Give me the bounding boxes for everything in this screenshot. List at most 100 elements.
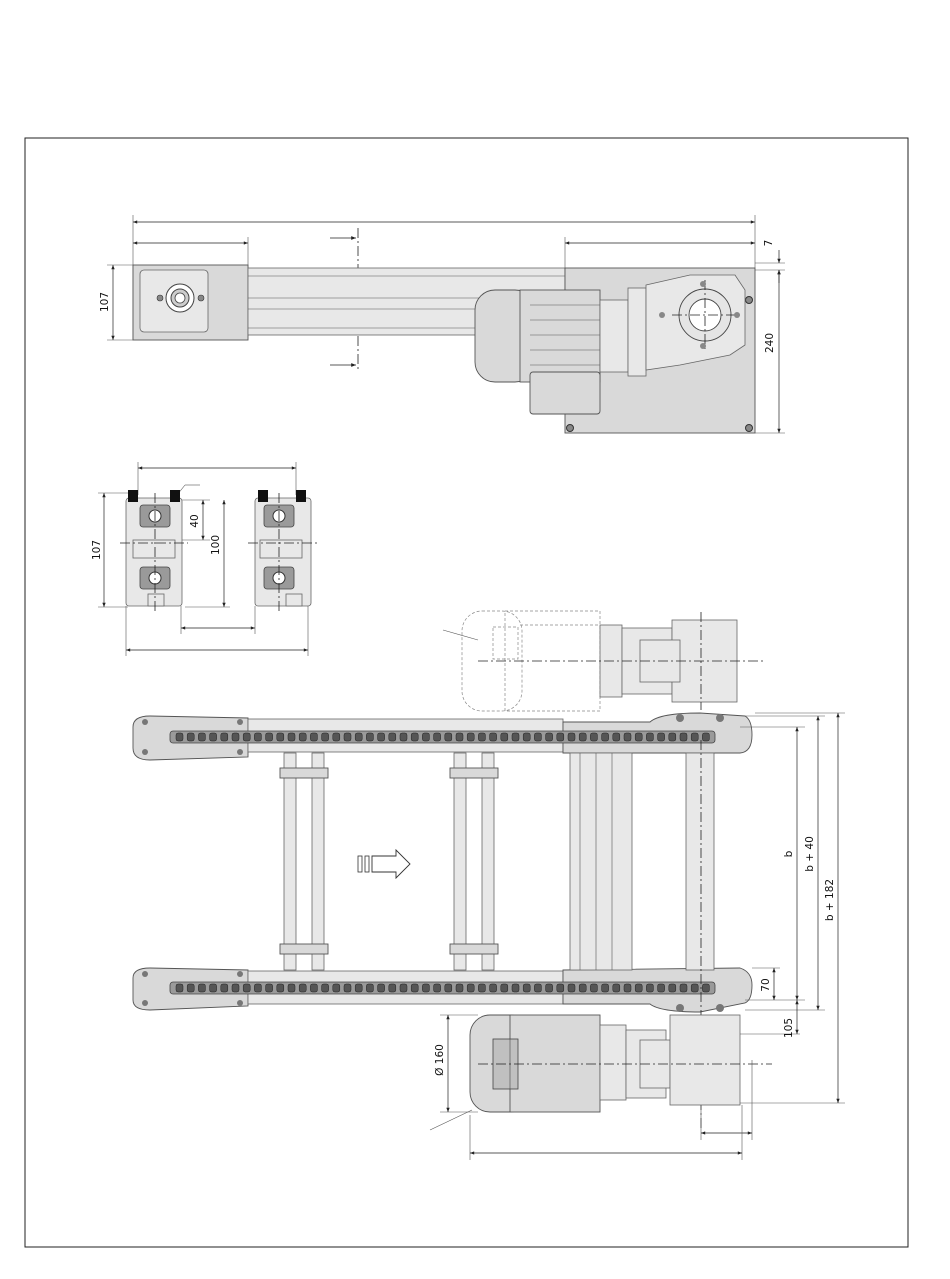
chain-link	[602, 733, 609, 741]
terminal-box	[530, 372, 600, 414]
chain-link	[434, 984, 441, 992]
chain-link	[422, 984, 429, 992]
chain-link	[557, 984, 564, 992]
chain-link	[702, 733, 709, 741]
flow-direction-arrow	[358, 850, 410, 878]
chain-link	[288, 733, 295, 741]
chain-link	[445, 733, 452, 741]
dim-label-b: b	[783, 850, 795, 857]
chain-link	[635, 733, 642, 741]
chain-link	[646, 984, 653, 992]
drive-motor	[430, 1015, 772, 1130]
chain-link	[590, 984, 597, 992]
upper-conveyor-rail	[133, 713, 752, 760]
chain-link	[210, 733, 217, 741]
chain-link	[512, 984, 519, 992]
chain-link	[534, 984, 541, 992]
chain-link	[613, 984, 620, 992]
chain-link	[523, 733, 530, 741]
chain-link	[310, 984, 317, 992]
chain-link	[198, 984, 205, 992]
chain-link	[669, 984, 676, 992]
chain-link	[445, 984, 452, 992]
chain-link	[456, 733, 463, 741]
chain-link	[422, 733, 429, 741]
chain-link	[187, 984, 194, 992]
dim-label-7: 7	[763, 240, 775, 247]
chain-link	[546, 733, 553, 741]
chain-link	[221, 984, 228, 992]
chain-link	[478, 984, 485, 992]
chain-link	[344, 733, 351, 741]
chain-link	[434, 733, 441, 741]
side-elevation-view: 107 7 240	[99, 215, 785, 433]
chain-link	[590, 733, 597, 741]
chain-link	[624, 984, 631, 992]
dim-label-dia-160: Ø 160	[434, 1044, 446, 1076]
dim-label-70: 70	[760, 978, 772, 991]
alternative-motor-position	[443, 611, 765, 711]
chain-link	[221, 733, 228, 741]
chain-link	[546, 984, 553, 992]
profile-right	[248, 490, 318, 612]
chain-link	[210, 984, 217, 992]
chain-link	[277, 733, 284, 741]
chain-link	[579, 733, 586, 741]
chain-link	[680, 984, 687, 992]
dim-label-105: 105	[783, 1018, 795, 1038]
chain-link	[187, 733, 194, 741]
dim-label-b182: b + 182	[824, 879, 836, 921]
plan-width-dimensions: b b + 40 b + 182 70 105	[740, 713, 845, 1103]
chain-link	[490, 733, 497, 741]
chain-link	[176, 733, 183, 741]
chain-link	[378, 733, 385, 741]
chain-link	[613, 733, 620, 741]
lower-conveyor-rail	[133, 968, 752, 1012]
chain-link	[288, 984, 295, 992]
chain-link	[344, 984, 351, 992]
chain-link	[176, 984, 183, 992]
chain-link	[501, 984, 508, 992]
chain-link	[310, 733, 317, 741]
chain-link	[658, 984, 665, 992]
chain-link	[602, 984, 609, 992]
chain-link	[691, 733, 698, 741]
chain-link	[646, 733, 653, 741]
chain-link	[523, 984, 530, 992]
chain-link	[366, 984, 373, 992]
profile-left	[120, 490, 188, 612]
chain-link	[512, 733, 519, 741]
chain-link	[478, 733, 485, 741]
chain-link	[669, 733, 676, 741]
chain-link	[635, 984, 642, 992]
chain-link	[534, 733, 541, 741]
cross-support-center	[450, 753, 498, 970]
chain-link	[333, 984, 340, 992]
dim-label-profile-107: 107	[91, 540, 103, 560]
chain-link	[243, 733, 250, 741]
chain-link	[456, 984, 463, 992]
chain-link	[322, 733, 329, 741]
chain-link	[299, 733, 306, 741]
chain-link	[232, 984, 239, 992]
dim-label-240: 240	[764, 333, 776, 353]
chain-link	[366, 733, 373, 741]
chain-link	[254, 733, 261, 741]
chain-link	[579, 984, 586, 992]
dim-label-b40: b + 40	[804, 836, 816, 872]
chain-link	[389, 984, 396, 992]
chain-link	[400, 733, 407, 741]
chain-link	[568, 733, 575, 741]
dim-label-100: 100	[210, 535, 222, 555]
chain-link	[658, 733, 665, 741]
chain-link	[691, 984, 698, 992]
chain-link	[624, 733, 631, 741]
chain-link	[333, 733, 340, 741]
chain-link	[322, 984, 329, 992]
chain-link	[254, 984, 261, 992]
motor-body	[520, 290, 600, 382]
chain-link	[467, 733, 474, 741]
chain-link	[355, 984, 362, 992]
chain-link	[266, 984, 273, 992]
